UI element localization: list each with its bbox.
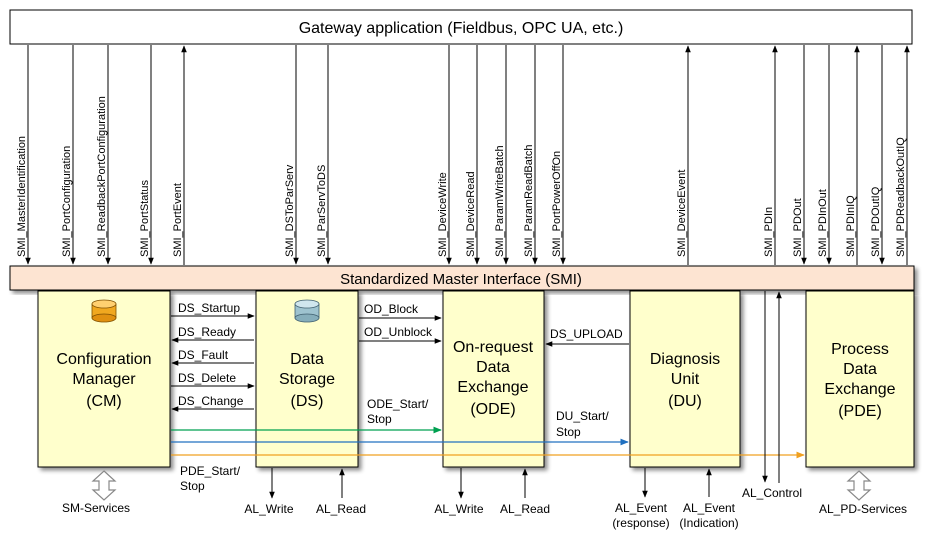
pde-start-stop-label-1: PDE_Start/ (180, 464, 241, 478)
od-unblock-label: OD_Unblock (364, 325, 433, 339)
ode-title-line1: On-request (453, 339, 534, 356)
ds-ode-signals: OD_Block OD_Unblock (359, 302, 442, 344)
smi-bar-title: Standardized Master Interface (SMI) (340, 271, 582, 288)
sm-services-label: SM-Services (62, 501, 130, 515)
smi-masteridentification-label: SMI_MasterIdentification (16, 136, 28, 257)
smi-service-arrows: SMI_MasterIdentification SMI_PortConfigur… (16, 45, 910, 265)
smi-deviceread-label: SMI_DeviceRead (465, 171, 477, 257)
pde-start-stop-label-2: Stop (180, 479, 205, 493)
smi-pdinout-label: SMI_PDInOut (817, 189, 829, 257)
du-title-line3: (DU) (668, 393, 702, 410)
smi-pdout-label: SMI_PDOut (792, 198, 804, 257)
al-control-label: AL_Control (742, 486, 802, 500)
ds-al-write-label: AL_Write (244, 502, 293, 516)
smi-portpoweroffon-label: SMI_PortPowerOffOn (551, 151, 563, 257)
du-title-line1: Diagnosis (650, 351, 720, 368)
du-al-event-response-label-2: (response) (612, 516, 669, 530)
smi-portevent-label: SMI_PortEvent (172, 183, 184, 257)
ode-al-write-label: AL_Write (434, 502, 483, 516)
cm-ds-signals: DS_Startup DS_Ready DS_Fault DS_Delete D… (171, 301, 255, 412)
smi-dstoparserv-label: SMI_DSToParServ (284, 164, 296, 257)
ds-fault-label: DS_Fault (178, 348, 229, 362)
du-start-stop-label-2: Stop (556, 425, 581, 439)
ode-start-stop-label-2: Stop (367, 412, 392, 426)
pde-title-line2: Data (843, 361, 877, 378)
smi-readbackportconfiguration-label: SMI_ReadbackPortConfiguration (96, 96, 108, 257)
smi-paramreadbatch-label: SMI_ParamReadBatch (523, 145, 535, 258)
pde-title-line1: Process (831, 341, 889, 358)
cm-title-line3: (CM) (86, 393, 122, 410)
ds-title-line1: Data (290, 351, 324, 368)
ds-title-line3: (DS) (291, 393, 324, 410)
od-block-label: OD_Block (364, 302, 419, 316)
ds-change-label: DS_Change (178, 394, 244, 408)
ds-al-read-label: AL_Read (316, 502, 366, 516)
smi-pdin-label: SMI_PDIn (763, 207, 775, 257)
du-al-event-indication-label-1: AL_Event (683, 501, 736, 515)
ds-upload-label: DS_UPLOAD (550, 327, 623, 341)
smi-deviceevent-label: SMI_DeviceEvent (676, 170, 688, 257)
smi-portstatus-label: SMI_PortStatus (139, 179, 151, 257)
smi-pdoutiq-label: SMI_PDOutIQ (870, 186, 882, 257)
smi-devicewrite-label: SMI_DeviceWrite (437, 172, 449, 257)
diagnosis-unit-block: Diagnosis Unit (DU) (629, 290, 741, 468)
du-start-stop-label-1: DU_Start/ (556, 409, 609, 423)
pd-services-double-arrow (846, 470, 872, 501)
cm-title-line2: Manager (72, 371, 136, 388)
gateway-box (9, 9, 913, 45)
smi-paramwritebatch-label: SMI_ParamWriteBatch (494, 145, 506, 257)
ds-ready-label: DS_Ready (178, 325, 236, 339)
gateway-title: Gateway application (Fieldbus, OPC UA, e… (299, 20, 624, 37)
ode-title-line4: (ODE) (470, 401, 515, 418)
smi-parservtods-label: SMI_ParServToDS (316, 165, 328, 257)
data-storage-block: Data Storage (DS) (255, 290, 359, 468)
du-al-event-indication-label-2: (Indication) (679, 516, 738, 530)
on-request-data-exchange-block: On-request Data Exchange (ODE) (442, 290, 545, 468)
ds-startup-label: DS_Startup (178, 301, 240, 315)
ds-delete-label: DS_Delete (178, 371, 236, 385)
ode-al-read-label: AL_Read (500, 502, 550, 516)
cm-title-line1: Configuration (56, 351, 151, 368)
configuration-manager-block: Configuration Manager (CM) (37, 290, 171, 468)
process-data-exchange-block: Process Data Exchange (PDE) (805, 290, 915, 468)
du-al-event-response-label-1: AL_Event (615, 501, 668, 515)
smi-portconfiguration-label: SMI_PortConfiguration (61, 146, 73, 257)
du-title-line2: Unit (671, 371, 700, 388)
smi-pdreadbackoutiq-label: SMI_PDReadbackOutIQ (895, 137, 907, 257)
ode-title-line2: Data (476, 359, 510, 376)
sm-services-double-arrow (91, 470, 117, 501)
ode-title-line3: Exchange (457, 379, 528, 396)
pd-services-label: AL_PD-Services (819, 502, 907, 516)
ds-database-icon (294, 299, 320, 323)
ds-title-line2: Storage (279, 371, 335, 388)
ode-start-stop-label-1: ODE_Start/ (367, 397, 429, 411)
smi-pdiniq-label: SMI_PDInIQ (845, 195, 857, 257)
cm-database-icon (91, 299, 117, 323)
pde-title-line4: (PDE) (838, 403, 882, 420)
pde-title-line3: Exchange (824, 381, 895, 398)
al-control-lines (762, 291, 782, 483)
smi-bar (9, 265, 915, 291)
du-ode-signal: DS_UPLOAD (545, 327, 629, 347)
